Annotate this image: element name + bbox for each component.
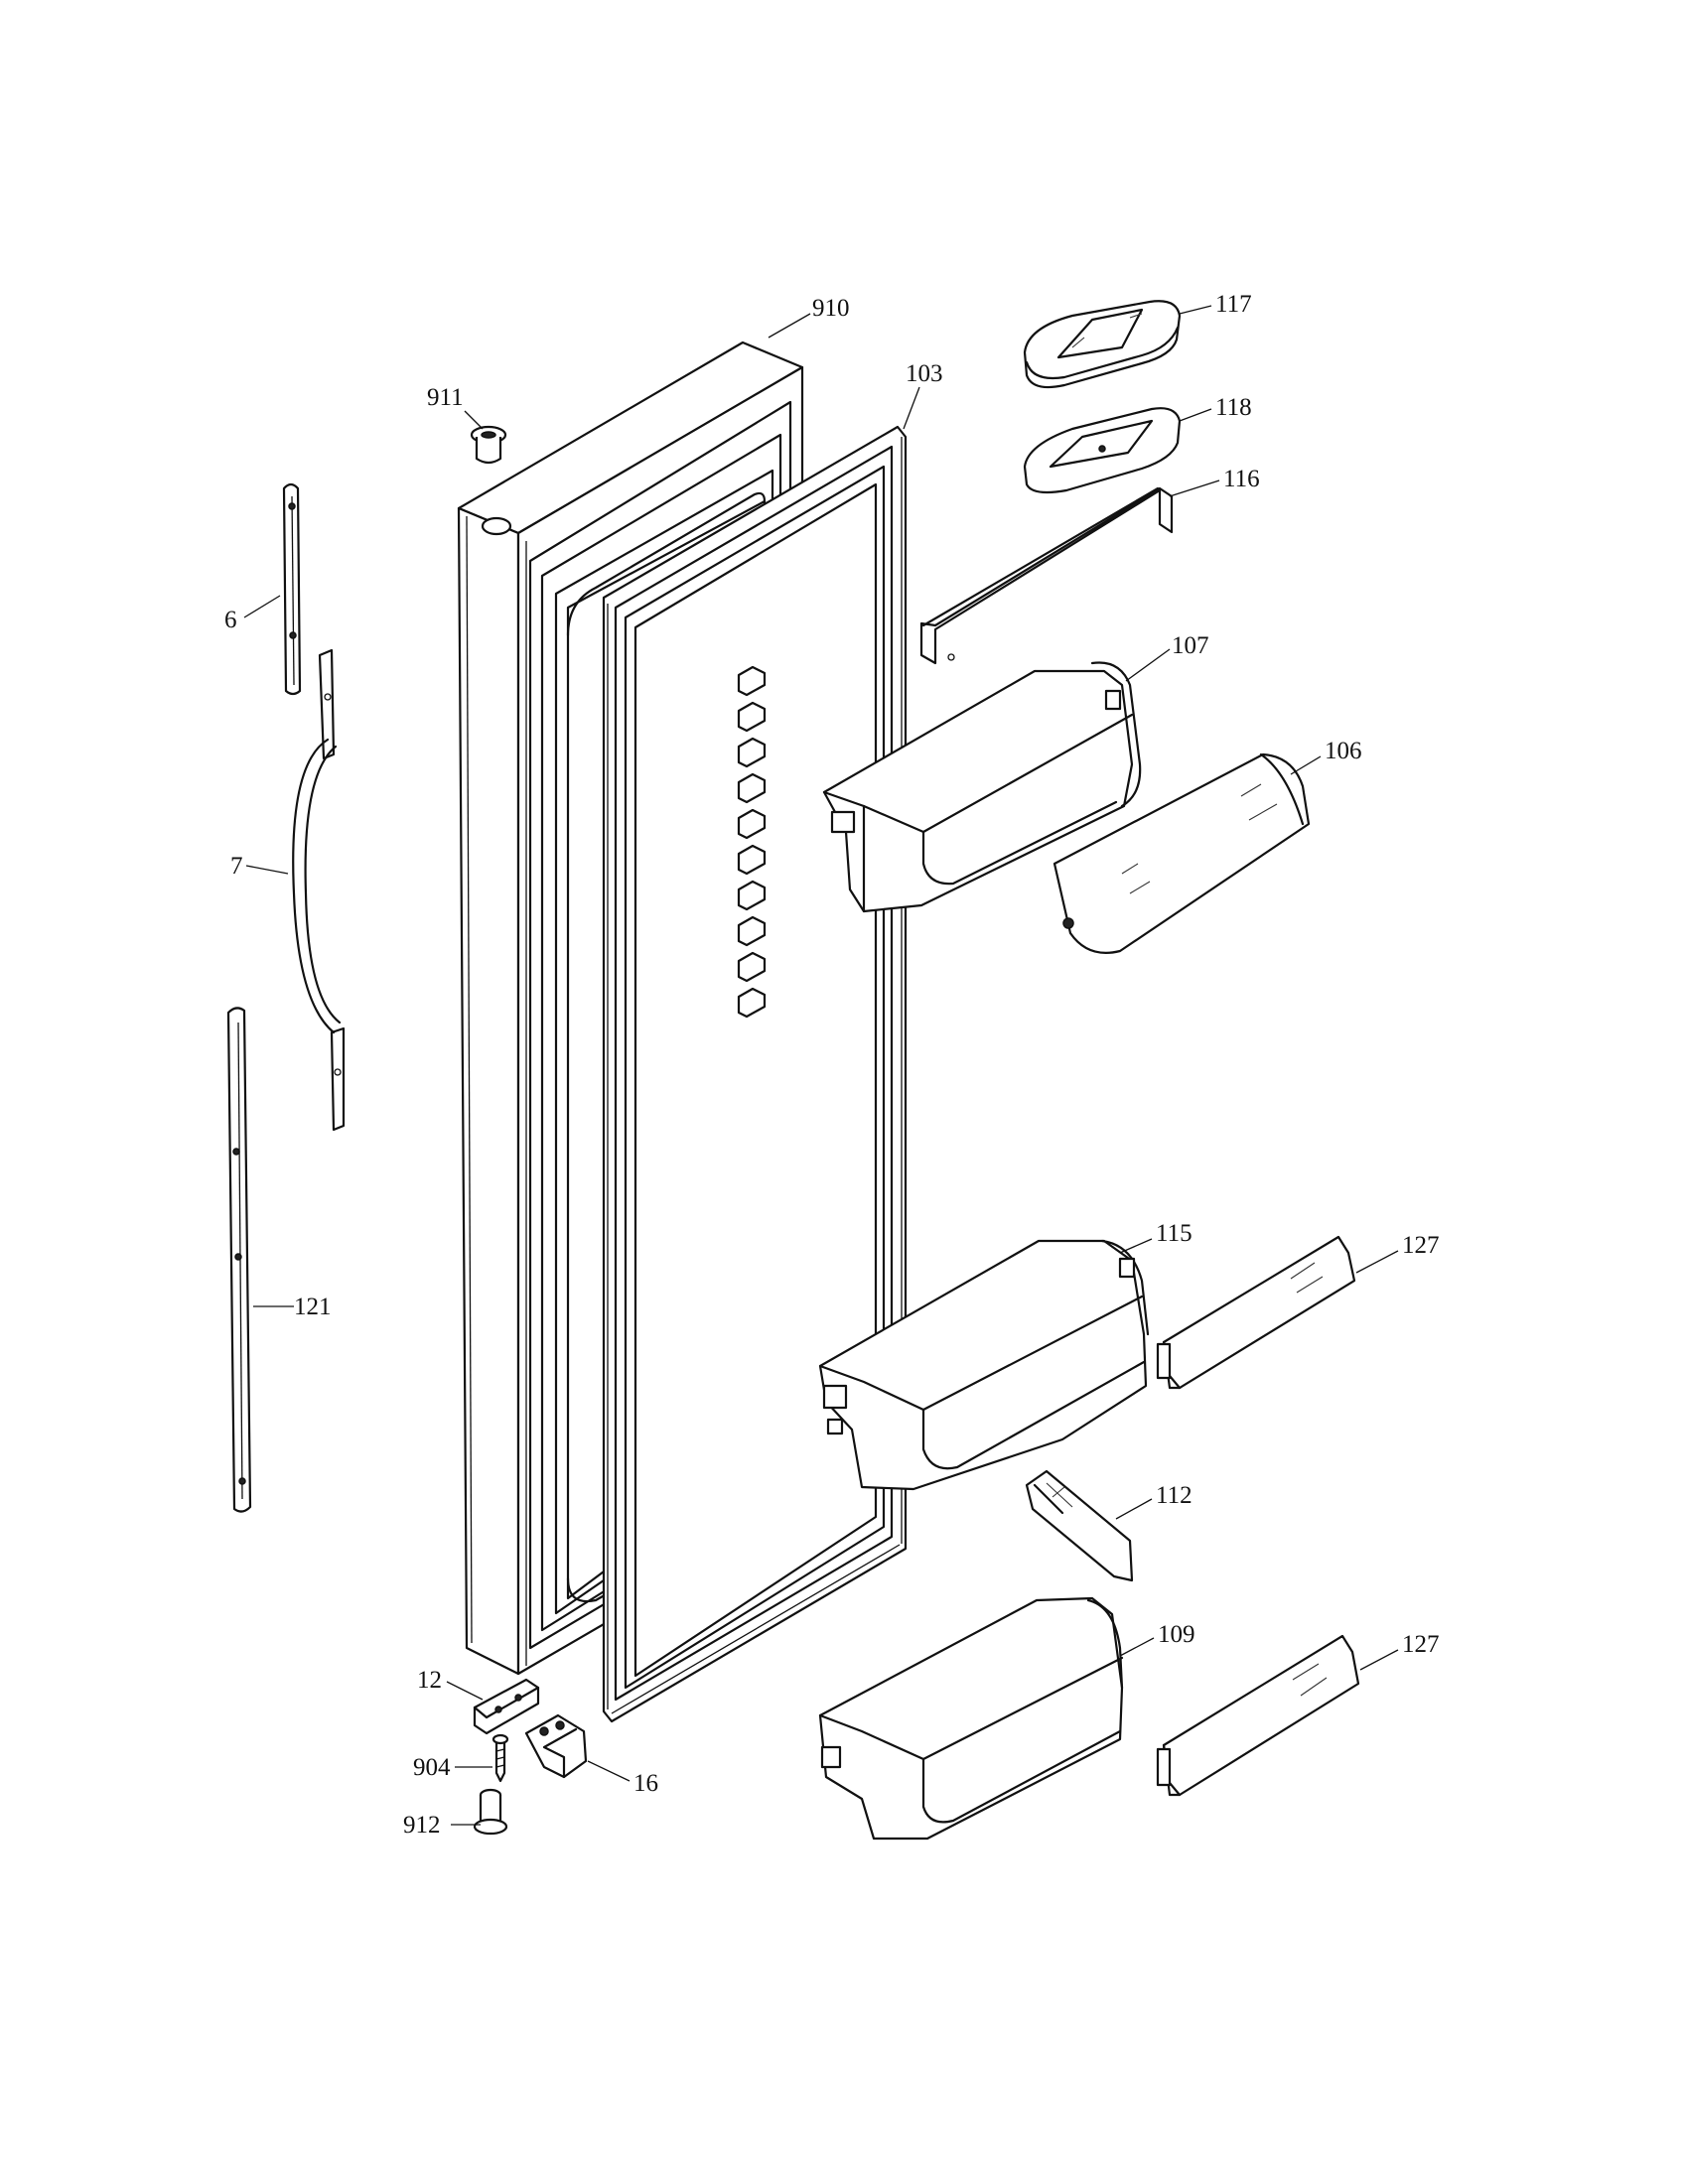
compartment-bracket [919,486,1174,665]
callout-116: 116 [1223,466,1260,492]
callout-107: 107 [1172,632,1209,659]
callout-117: 117 [1215,291,1252,318]
callout-911: 911 [427,384,464,411]
long-trim-strip [226,1007,252,1513]
hinge-plate [473,1678,540,1735]
hinge-pin [473,1788,508,1836]
door-gasket [602,425,908,1723]
hinge-bushing [470,425,507,465]
callout-106: 106 [1325,738,1362,764]
callout-115: 115 [1156,1220,1193,1247]
bin-divider [1025,1469,1134,1582]
callout-12: 12 [417,1667,442,1694]
callout-103: 103 [906,360,943,387]
callout-7: 7 [230,853,243,880]
upper-door-bin [822,661,1142,913]
callout-910: 910 [812,295,850,322]
callout-904: 904 [413,1754,451,1781]
leader-lines [243,305,1399,1826]
handle-trim-strip [282,482,302,696]
bin-front-upper [1156,1235,1356,1390]
callout-112: 112 [1156,1482,1193,1509]
butter-compartment-tray [1023,407,1182,494]
lower-door-bin [818,1596,1124,1841]
door-handle [292,648,346,1132]
callout-109: 109 [1158,1621,1195,1648]
callout-118: 118 [1215,394,1252,421]
bottom-hinge-block [524,1713,588,1779]
mounting-screw [491,1733,509,1783]
callout-121: 121 [294,1294,332,1320]
shelf-clip-ladder [737,665,767,1019]
clear-bin-front [1052,752,1311,954]
bin-front-lower [1156,1634,1360,1797]
butter-compartment-cover [1023,300,1182,389]
callout-16: 16 [633,1770,658,1797]
callout-6: 6 [224,607,237,633]
middle-door-bin [818,1239,1150,1491]
callout-912: 912 [403,1812,441,1839]
callout-127a: 127 [1402,1232,1440,1259]
callout-127b: 127 [1402,1631,1440,1658]
